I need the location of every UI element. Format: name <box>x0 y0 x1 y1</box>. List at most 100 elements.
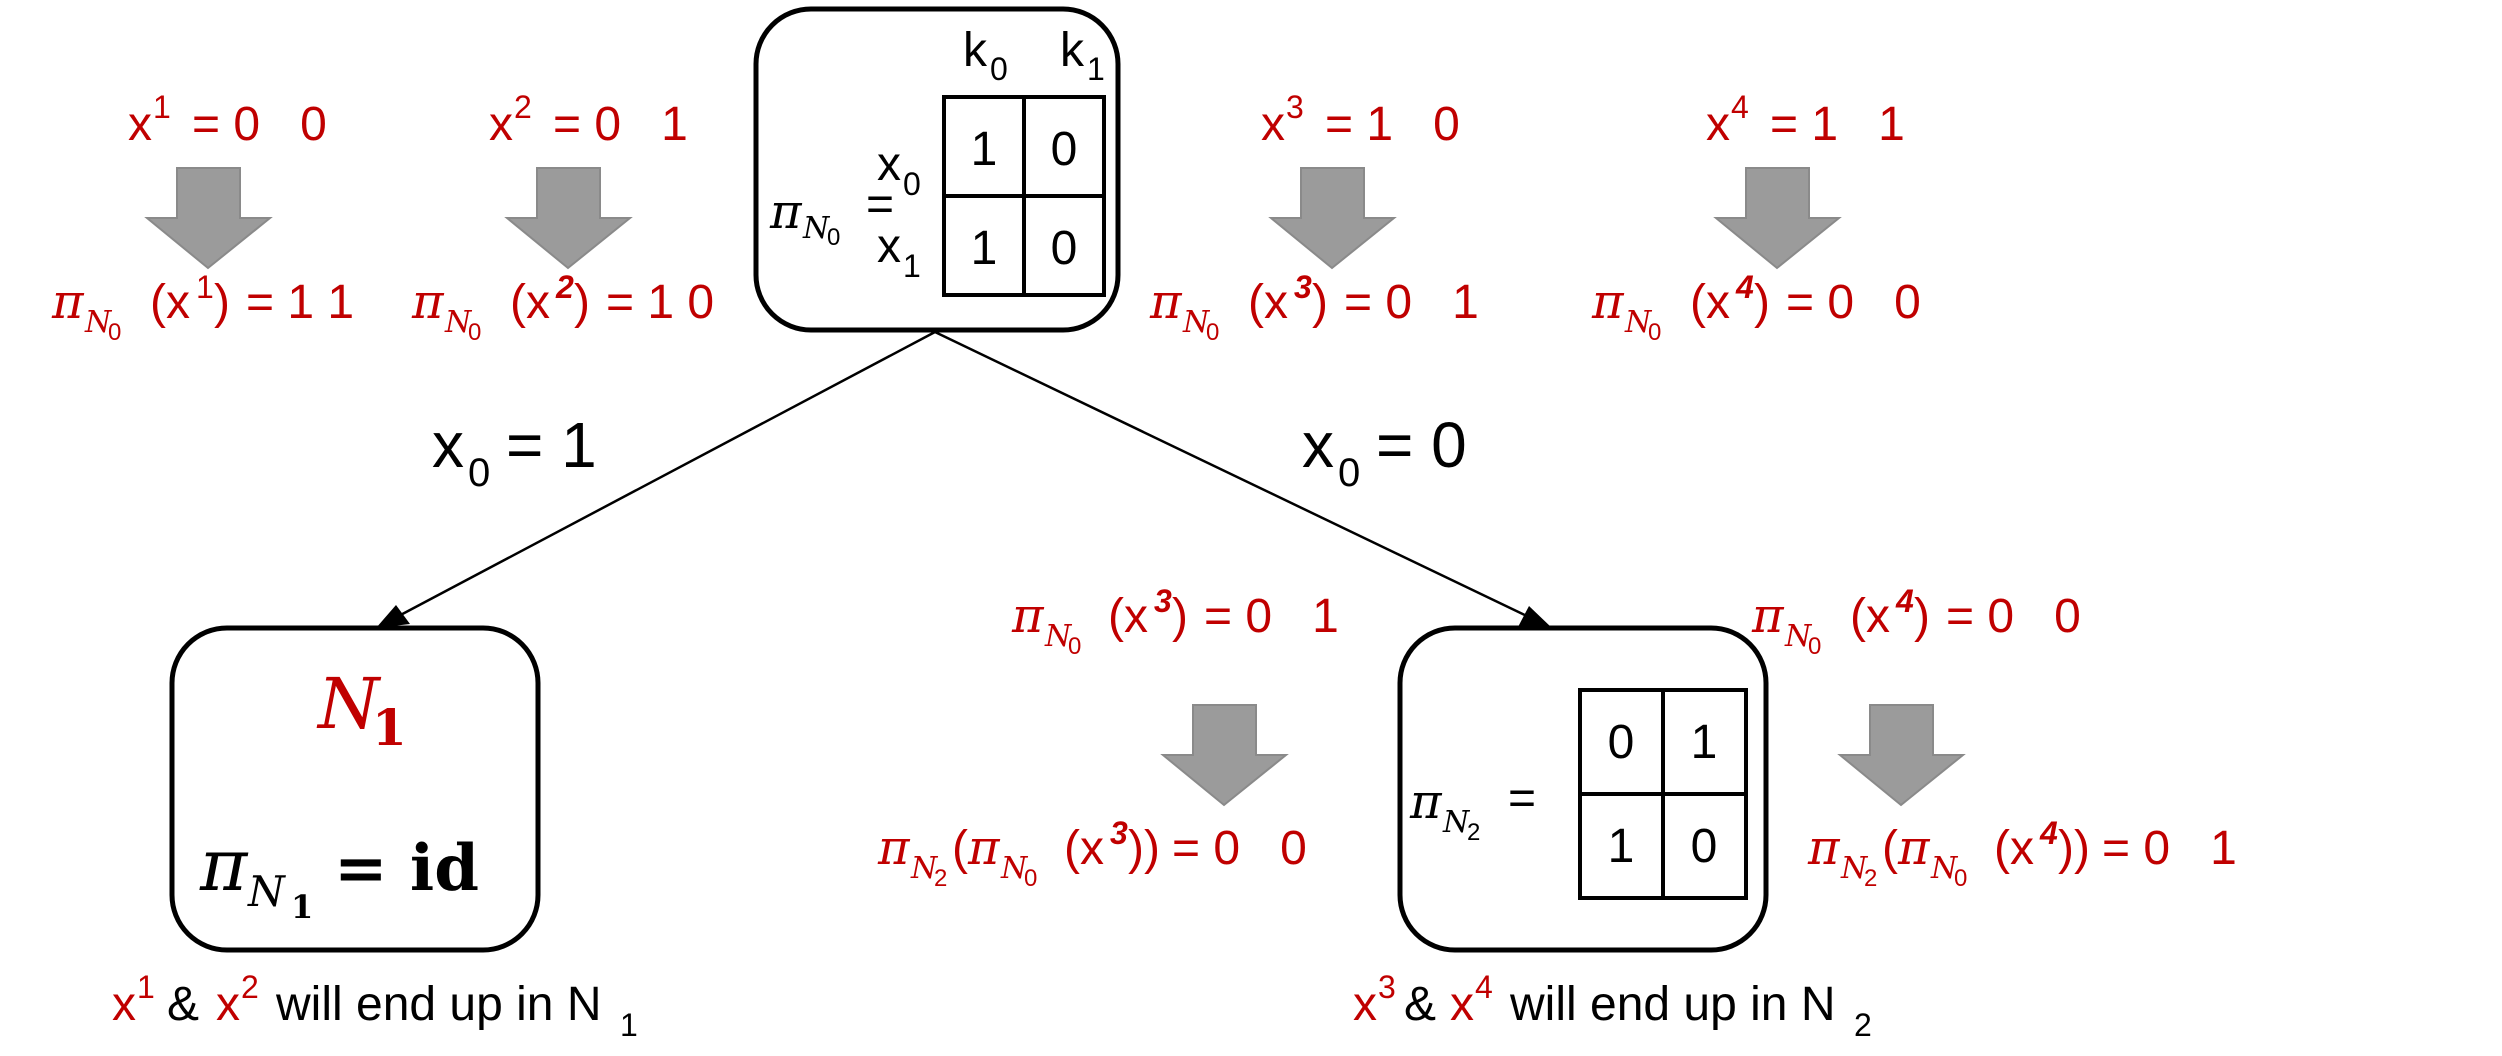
node2-matrix-cell-01: 1 <box>1691 716 1718 769</box>
input-x3-value: = 1 0 <box>1325 98 1460 151</box>
n2-left-bottom-pi0: π <box>967 820 1001 876</box>
node2-matrix-cell-11: 0 <box>1691 820 1718 873</box>
result-x1-arg: (x <box>150 276 190 329</box>
node-n1-box <box>169 625 541 953</box>
node-n1-eq-sub-idx: 1 <box>291 888 313 926</box>
caption2-x4: x <box>1450 978 1474 1031</box>
result-x2-close: ) <box>574 276 590 329</box>
input-x2-base: x <box>489 98 513 151</box>
n2-right-bottom-pi0-sub: N <box>1930 851 1959 886</box>
root-node: π N 0 = k 0 k 1 x 0 x 1 1 0 1 0 <box>753 6 1121 333</box>
node2-matrix-cell-00: 0 <box>1608 716 1635 769</box>
input-x2-value: = 0 1 <box>553 98 688 151</box>
result-x3-pi-sub-idx: 0 <box>1206 319 1219 346</box>
result-x2-pi-sub-idx: 0 <box>468 319 481 346</box>
result-x2-pi-sub: N <box>444 305 473 340</box>
node-n2-caption: x 3 & x 4 will end up in N 2 <box>1353 969 1872 1043</box>
edge-label-right-base: x <box>1302 409 1334 481</box>
result-x3-arg: (x <box>1248 276 1288 329</box>
edge-label-right: x 0 = 0 <box>1302 409 1467 495</box>
node-n2-right-mapping: π N 0 (x 4 ) = 0 0 π N 2 ( π N 0 (x 4 ))… <box>1751 583 2237 892</box>
input-x2: x 2 = 0 1 π N 0 (x 2 ) = 1 0 <box>411 89 714 346</box>
down-arrow-n2-right <box>1837 704 1966 807</box>
root-pi-sub-idx: 0 <box>827 224 840 251</box>
input-x4-base: x <box>1706 98 1730 151</box>
root-row-header-x1-sub: 1 <box>903 248 921 284</box>
n2-left-bottom-open: ( <box>952 822 968 875</box>
caption2-text: will end up in N <box>1509 978 1836 1031</box>
root-row-header-x0: x <box>877 138 901 191</box>
node2-matrix-cell-10: 1 <box>1608 820 1635 873</box>
root-matrix-cell-10: 1 <box>971 222 998 275</box>
down-arrow-x3 <box>1268 167 1397 270</box>
input-x3-base: x <box>1261 98 1285 151</box>
caption1-text: will end up in N <box>275 978 602 1031</box>
node-n1-title-sub: 1 <box>372 698 407 757</box>
n2-left-bottom-arg: (x <box>1064 822 1104 875</box>
n2-right-bottom-arg-sup: 4 <box>2039 815 2058 851</box>
result-x4-pi-sub: N <box>1624 305 1653 340</box>
result-x4-value: = 0 0 <box>1786 276 1921 329</box>
down-arrow-x4 <box>1713 167 1842 270</box>
result-x3-pi: π <box>1149 274 1183 330</box>
caption2-x3-sup: 3 <box>1378 969 1396 1005</box>
root-node-box <box>753 6 1121 333</box>
edge-label-left-base: x <box>432 409 464 481</box>
node-n2-pi-sub-idx: 2 <box>1467 819 1480 846</box>
node-n2-left-mapping: π N 0 (x 3 ) = 0 1 π N 2 ( π N 0 (x 3 ))… <box>877 583 1339 892</box>
caption1-x2-sup: 2 <box>241 969 259 1005</box>
caption2-x4-sup: 4 <box>1475 969 1493 1005</box>
node-n2-box <box>1397 625 1769 953</box>
input-x4: x 4 = 1 1 π N 0 (x 4 ) = 0 0 <box>1591 89 1921 346</box>
result-x1-value: = 1 1 <box>246 276 354 329</box>
node-n1-eq-sub: N <box>247 867 286 916</box>
result-x4-arg-sup: 4 <box>1735 269 1754 305</box>
down-arrow-x2 <box>504 167 633 270</box>
input-x2-sup: 2 <box>514 89 532 125</box>
n2-left-bottom-pi2-sub: N <box>910 851 939 886</box>
n2-right-top-pi-sub: N <box>1784 619 1813 654</box>
n2-right-bottom-pi2-sub-idx: 2 <box>1864 865 1877 892</box>
result-x1-close: ) <box>214 276 230 329</box>
edge-left-arrowhead <box>376 605 410 628</box>
node-n2-equals: = <box>1508 772 1536 825</box>
edge-left <box>392 330 936 621</box>
n2-right-top-value: = 0 0 <box>1946 590 2081 643</box>
n2-right-bottom-close: )) <box>2058 822 2090 875</box>
node-n2-pi-sub: N <box>1442 805 1471 840</box>
n2-right-top-close: ) <box>1914 590 1930 643</box>
n2-left-bottom-pi0-sub: N <box>1000 851 1029 886</box>
root-col-header-k0-sub: 0 <box>990 51 1008 87</box>
root-row-header-x0-sub: 0 <box>903 166 921 202</box>
root-col-header-k0: k <box>963 24 988 77</box>
edge-label-left-value: = 1 <box>506 409 597 481</box>
root-matrix-cell-01: 0 <box>1051 123 1078 176</box>
root-col-header-k1-sub: 1 <box>1087 51 1105 87</box>
result-x1-pi-sub: N <box>84 305 113 340</box>
caption2-amp: & <box>1404 978 1436 1031</box>
node-n1-title: N <box>316 663 382 745</box>
result-x3-close: ) <box>1312 276 1328 329</box>
result-x3-pi-sub: N <box>1182 305 1211 340</box>
caption1-x1: x <box>112 978 136 1031</box>
n2-right-bottom-arg: (x <box>1994 822 2034 875</box>
node-n2: π N 2 = 0 1 1 0 <box>1397 625 1769 953</box>
edge-label-right-value: = 0 <box>1376 409 1467 481</box>
result-x1-arg-sup: 1 <box>196 269 214 305</box>
node-n1: N 1 π N 1 = id <box>169 625 541 953</box>
result-x2-value: = 1 0 <box>606 276 714 329</box>
n2-left-top-pi: π <box>1011 588 1045 644</box>
input-x4-sup: 4 <box>1731 89 1749 125</box>
node-n2-pi: π <box>1409 774 1443 830</box>
input-x3-sup: 3 <box>1286 89 1304 125</box>
result-x2-arg: (x <box>510 276 550 329</box>
input-x4-value: = 1 1 <box>1770 98 1905 151</box>
caption2-x3: x <box>1353 978 1377 1031</box>
n2-left-bottom-arg-sup: 3 <box>1110 815 1128 851</box>
n2-right-bottom-pi0-sub-idx: 0 <box>1954 865 1967 892</box>
input-x3: x 3 = 1 0 π N 0 (x 3 ) = 0 1 <box>1149 89 1479 346</box>
down-arrow-n2-left <box>1160 704 1289 807</box>
n2-right-bottom-pi2-sub: N <box>1840 851 1869 886</box>
n2-right-bottom-value: = 0 1 <box>2102 822 2237 875</box>
